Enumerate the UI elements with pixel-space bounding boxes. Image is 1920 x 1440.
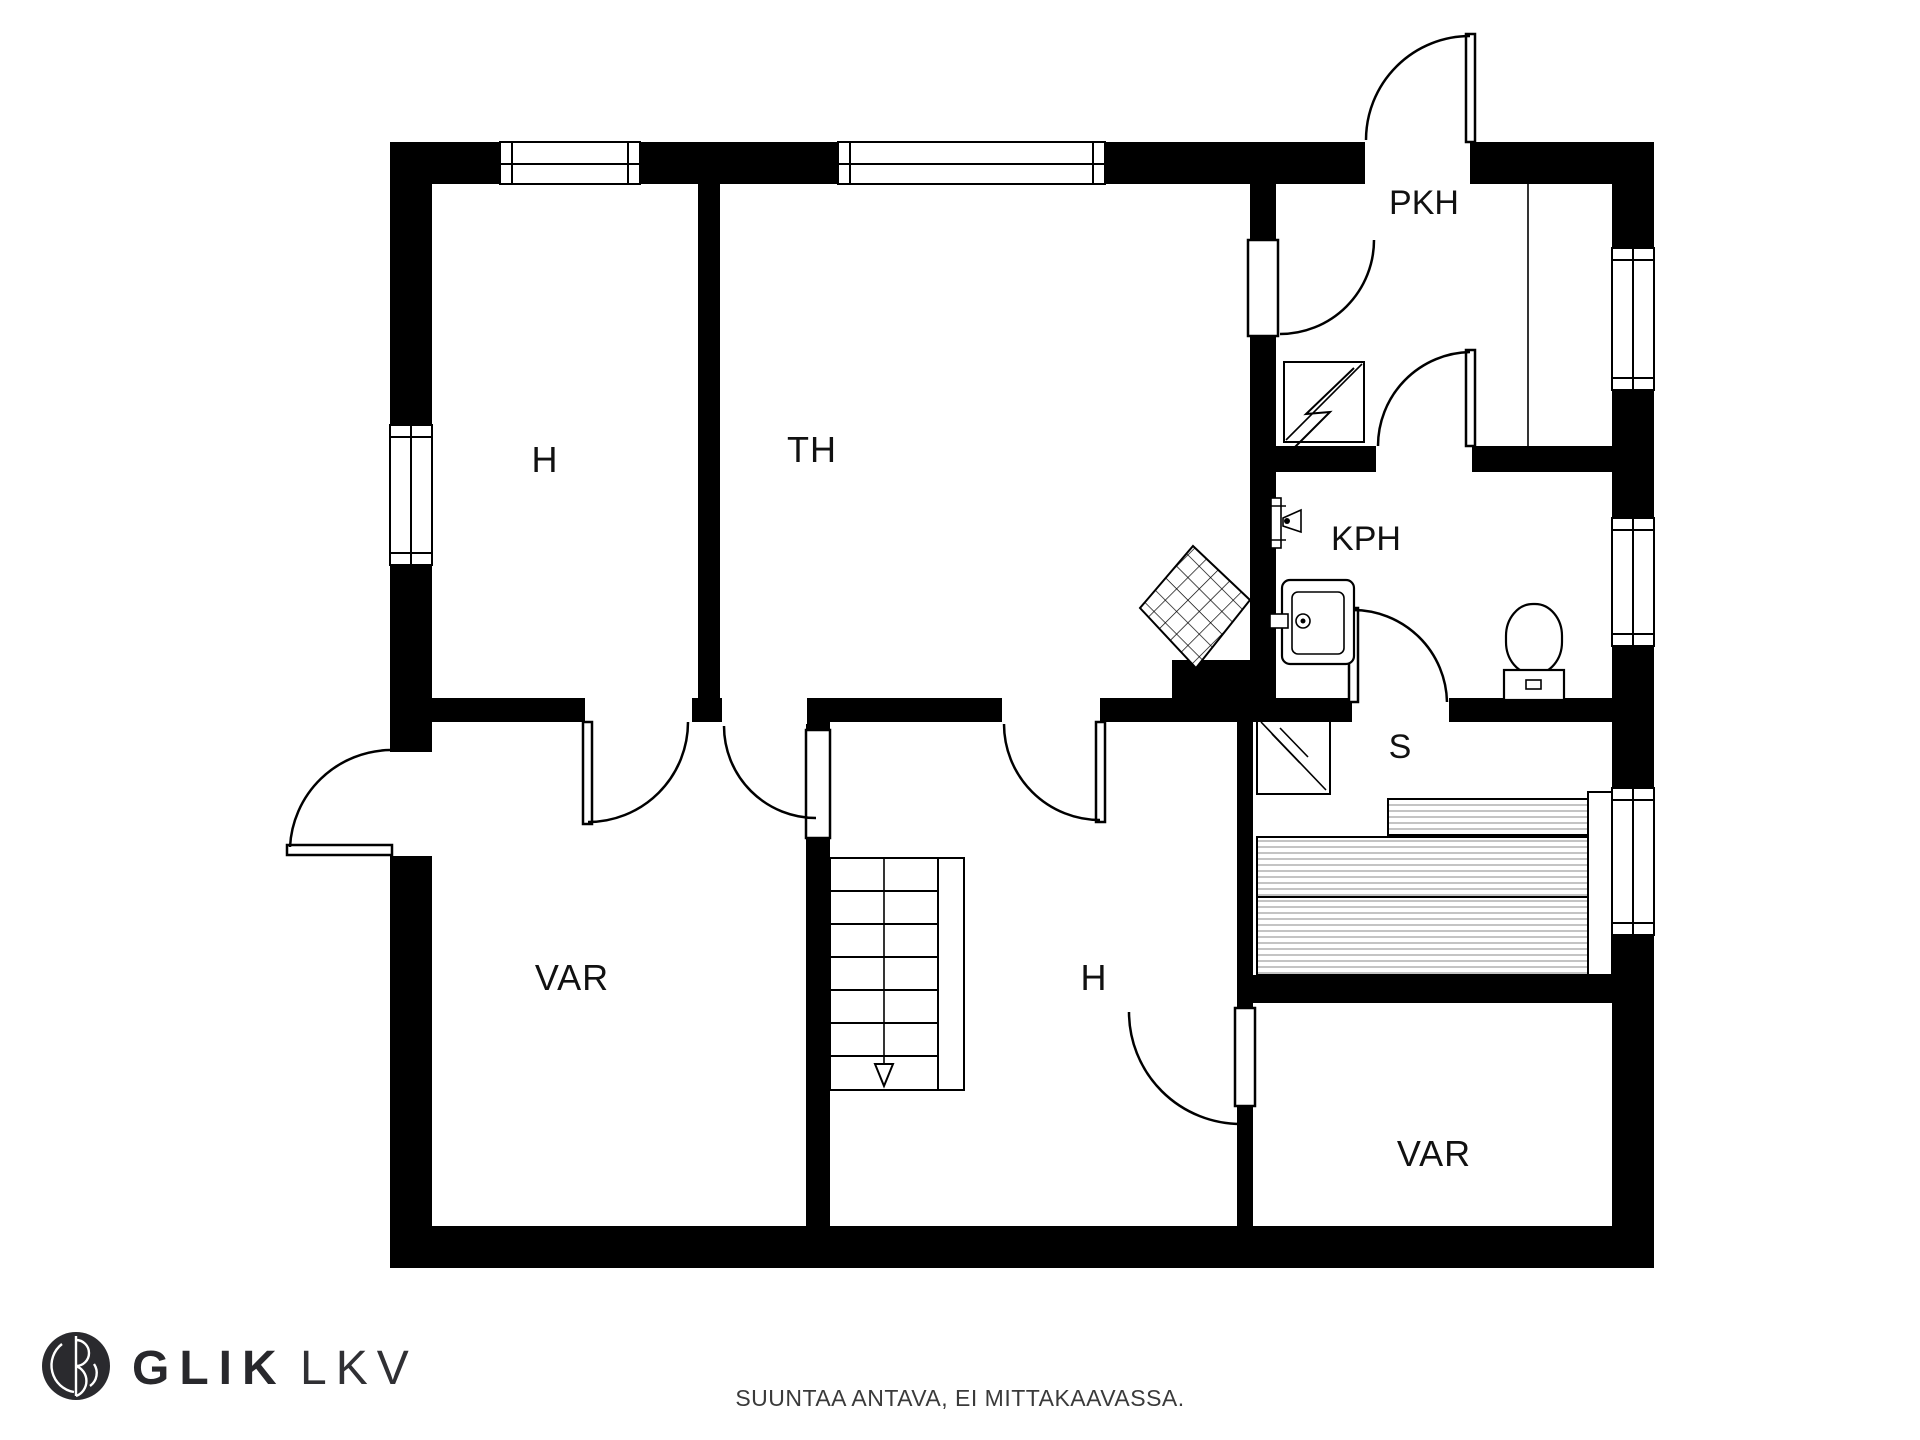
room-labels: H TH PKH KPH S VAR H VAR [532, 184, 1471, 1174]
toilet [1502, 602, 1566, 702]
staircase [829, 857, 965, 1091]
window-pkh-right [1611, 247, 1655, 391]
room-label-var-br: VAR [1397, 1133, 1471, 1174]
fireplace [1138, 544, 1252, 670]
sauna-benches [1256, 798, 1589, 976]
wall-tap [1266, 497, 1302, 549]
door-pkh-kph [1376, 348, 1477, 448]
window-h-left [389, 424, 433, 566]
brand-logo: GLIK LKV [42, 1332, 418, 1400]
room-label-s: S [1389, 728, 1412, 766]
door-hlower-var2 [1127, 1006, 1257, 1126]
room-label-th: TH [787, 429, 837, 470]
door-entrance-top [1364, 32, 1477, 144]
window-sauna-right [1587, 787, 1655, 976]
logo-text-glik: GLIK [132, 1342, 287, 1395]
room-label-h-lower: H [1081, 957, 1108, 998]
sink [1269, 578, 1356, 666]
window-h-top [499, 141, 641, 185]
room-label-var-left: VAR [535, 957, 609, 998]
door-th-pkh [1246, 238, 1376, 338]
room-label-kph: KPH [1331, 520, 1401, 558]
wall-h-th-divider [698, 184, 720, 720]
wall-left [390, 142, 432, 1268]
logo-text-lkv: LKV [300, 1342, 418, 1395]
wall-bottom [390, 1226, 1654, 1268]
door-entrance [285, 748, 394, 857]
wall-fireplace-block [1172, 660, 1250, 702]
window-kph-right [1611, 517, 1655, 647]
stairs-down-arrow [873, 1063, 895, 1089]
windows [389, 141, 1655, 976]
door-hupper-var [581, 720, 690, 826]
shower [1256, 717, 1331, 795]
window-th-top [837, 141, 1106, 185]
door-th-hlower [1002, 720, 1107, 824]
wall-s-bottom [1253, 975, 1612, 1003]
room-label-pkh: PKH [1389, 184, 1459, 222]
door-s-kph [1347, 606, 1449, 704]
door-th-var [722, 725, 832, 840]
disclaimer-text: SUUNTAA ANTAVA, EI MITTAKAAVASSA. [735, 1385, 1184, 1411]
room-label-h-upper: H [532, 439, 559, 480]
fuse-box [1283, 361, 1365, 453]
wall-hlower-s [1237, 722, 1253, 1226]
